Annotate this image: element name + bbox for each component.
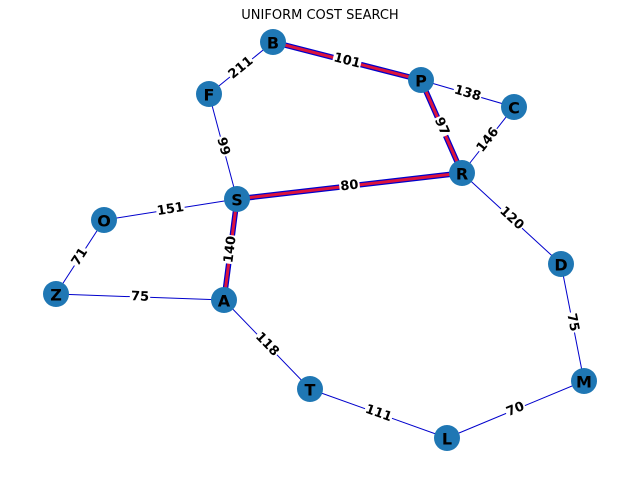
edge-weight-text: 101 bbox=[332, 50, 362, 71]
diagram-title: UNIFORM COST SEARCH bbox=[241, 8, 399, 23]
node-label: M bbox=[576, 373, 592, 392]
edge-label-F-S: 99 bbox=[212, 134, 234, 159]
edge-weight-text: 138 bbox=[452, 83, 482, 105]
edge-label-bg bbox=[212, 134, 234, 159]
edge-label-bg bbox=[495, 202, 528, 235]
node-O: O bbox=[91, 207, 117, 233]
edge-label-D-M: 75 bbox=[562, 310, 583, 335]
node-label: F bbox=[204, 86, 215, 105]
edge-label-bg bbox=[155, 199, 186, 220]
edge-label-bg bbox=[338, 176, 361, 196]
edge-weight-text: 80 bbox=[340, 178, 360, 195]
node-circle bbox=[548, 251, 574, 277]
edge-label-bg bbox=[67, 244, 93, 270]
edge-label-bg bbox=[251, 328, 283, 361]
node-circle bbox=[571, 368, 597, 394]
edge-label-P-R: 97 bbox=[430, 113, 453, 140]
edge-label-Z-A: 75 bbox=[129, 288, 151, 306]
edge-label-bg bbox=[451, 81, 484, 106]
node-label: C bbox=[508, 99, 520, 118]
node-label: B bbox=[267, 34, 279, 53]
node-label: L bbox=[442, 430, 452, 449]
node-circle bbox=[297, 376, 323, 402]
node-label: D bbox=[554, 256, 567, 275]
node-circle bbox=[196, 81, 222, 107]
node-M: M bbox=[571, 368, 597, 394]
edge-label-bg bbox=[129, 288, 151, 306]
node-C: C bbox=[501, 94, 527, 120]
node-T: T bbox=[297, 376, 323, 402]
edge-label-P-C: 138 bbox=[451, 81, 484, 106]
edge-label-O-S: 151 bbox=[155, 199, 186, 220]
node-R: R bbox=[449, 160, 475, 186]
edge-label-T-L: 111 bbox=[362, 401, 395, 426]
edge-label-bg bbox=[331, 49, 363, 73]
node-label: P bbox=[415, 72, 427, 91]
node-circle bbox=[211, 287, 237, 313]
edge-label-bg bbox=[562, 310, 583, 335]
node-label: S bbox=[231, 191, 243, 210]
node-F: F bbox=[196, 81, 222, 107]
edge-label-B-F: 211 bbox=[224, 52, 258, 84]
node-label: O bbox=[97, 212, 111, 231]
edge-weight-text: 97 bbox=[431, 115, 452, 138]
node-label: Z bbox=[50, 286, 62, 305]
node-circle bbox=[260, 29, 286, 55]
node-label: T bbox=[305, 381, 316, 400]
node-layer: B F P C R S O Z A D M T L bbox=[43, 29, 597, 451]
edge-weight-text: 75 bbox=[563, 312, 581, 333]
edge-label-C-R: 146 bbox=[472, 123, 504, 157]
edge-label-O-Z: 71 bbox=[67, 244, 93, 270]
edge-weight-text: 71 bbox=[69, 245, 91, 268]
node-circle bbox=[91, 207, 117, 233]
node-A: A bbox=[211, 287, 237, 313]
node-circle bbox=[408, 67, 434, 93]
node-circle bbox=[224, 186, 250, 212]
node-B: B bbox=[260, 29, 286, 55]
edge-label-bg bbox=[503, 398, 528, 421]
edge-label-B-P: 101 bbox=[331, 49, 363, 73]
edge-label-bg bbox=[472, 123, 504, 157]
edge-weight-text: 151 bbox=[156, 200, 185, 219]
node-P: P bbox=[408, 67, 434, 93]
node-circle bbox=[501, 94, 527, 120]
edge-label-bg bbox=[220, 234, 241, 265]
edge-label-L-M: 70 bbox=[503, 398, 528, 421]
edge-weight-text: 140 bbox=[221, 235, 239, 264]
edge-label-bg bbox=[224, 52, 258, 84]
node-circle bbox=[434, 425, 460, 451]
edge-weight-text: 99 bbox=[213, 136, 232, 157]
node-circle bbox=[43, 281, 69, 307]
node-label: A bbox=[218, 292, 231, 311]
node-L: L bbox=[434, 425, 460, 451]
edge-label-S-R: 80 bbox=[338, 176, 361, 196]
edge-weight-text: 70 bbox=[504, 399, 526, 420]
node-label: R bbox=[456, 165, 468, 184]
node-Z: Z bbox=[43, 281, 69, 307]
edge-label-bg bbox=[362, 401, 395, 426]
node-S: S bbox=[224, 186, 250, 212]
edge-label-S-A: 140 bbox=[220, 234, 241, 265]
edge-label-bg bbox=[430, 113, 453, 140]
edge-weight-text: 75 bbox=[131, 289, 150, 305]
node-D: D bbox=[548, 251, 574, 277]
node-circle bbox=[449, 160, 475, 186]
